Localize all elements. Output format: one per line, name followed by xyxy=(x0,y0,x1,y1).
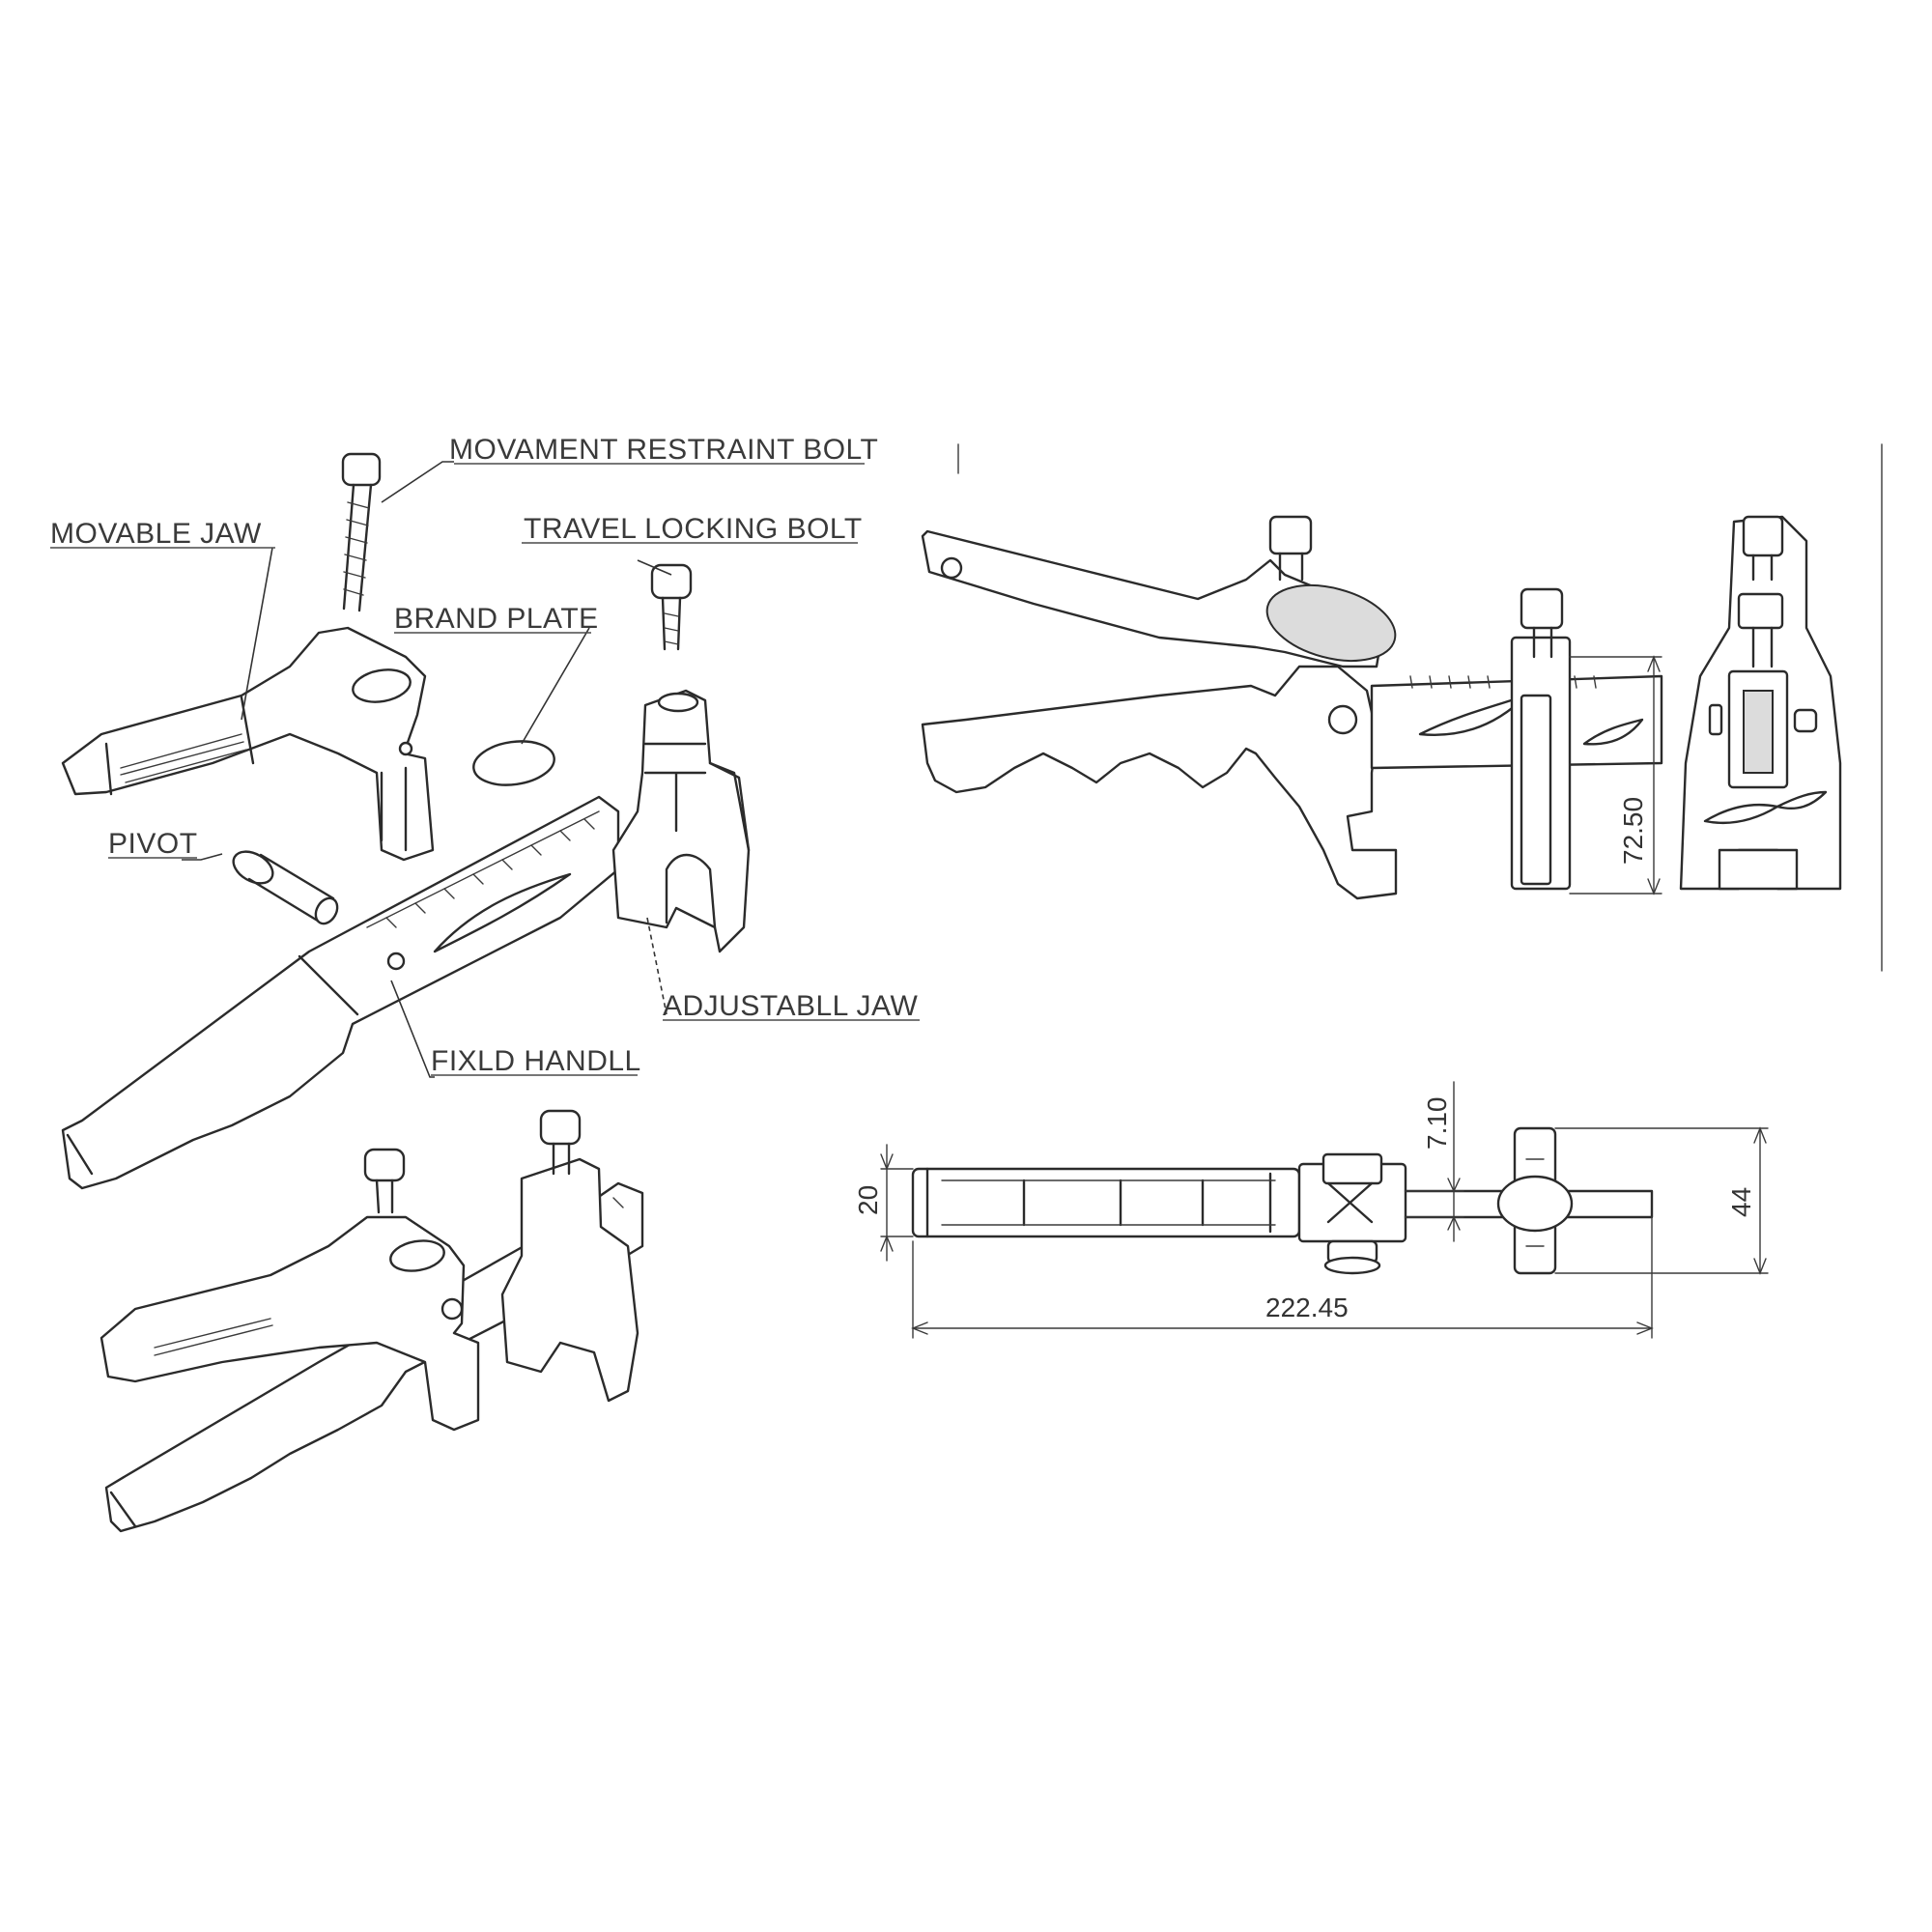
pivot-part xyxy=(232,850,339,925)
top-view: 20 7.10 44 222.45 xyxy=(853,1081,1769,1339)
label-movable-jaw: MOVABLE JAW xyxy=(50,518,262,550)
travel-locking-bolt-part xyxy=(650,563,693,651)
fixed-handle-part xyxy=(61,795,620,1190)
label-adjustable-jaw: ADJUSTABLL JAW xyxy=(663,990,918,1022)
dim-overall-length: 222.45 xyxy=(1265,1293,1349,1322)
exploded-view xyxy=(61,452,751,1533)
dim-bolt-clearance: 7.10 xyxy=(1422,1097,1452,1151)
label-movement-restraint-bolt: MOVAMENT RESTRAINT BOLT xyxy=(449,434,878,466)
label-pivot: PIVOT xyxy=(108,828,198,860)
dim-height-side-view: 72.50 xyxy=(1618,797,1648,865)
side-and-front-views: 72.50 xyxy=(921,443,1883,972)
dim-width-top-view: 20 xyxy=(853,1185,883,1215)
movable-jaw-part xyxy=(61,626,435,862)
brand-plate-part xyxy=(472,740,555,786)
label-brand-plate: BRAND PLATE xyxy=(394,603,599,635)
adjustable-jaw-part xyxy=(611,689,751,953)
assembled-view xyxy=(99,1109,644,1533)
label-fixed-handle: FIXLD HANDLL xyxy=(431,1045,641,1077)
dim-jaw-depth: 44 xyxy=(1726,1187,1756,1217)
label-travel-locking-bolt: TRAVEL LOCKING BOLT xyxy=(524,513,863,545)
movement-restraint-bolt-part xyxy=(341,452,382,612)
